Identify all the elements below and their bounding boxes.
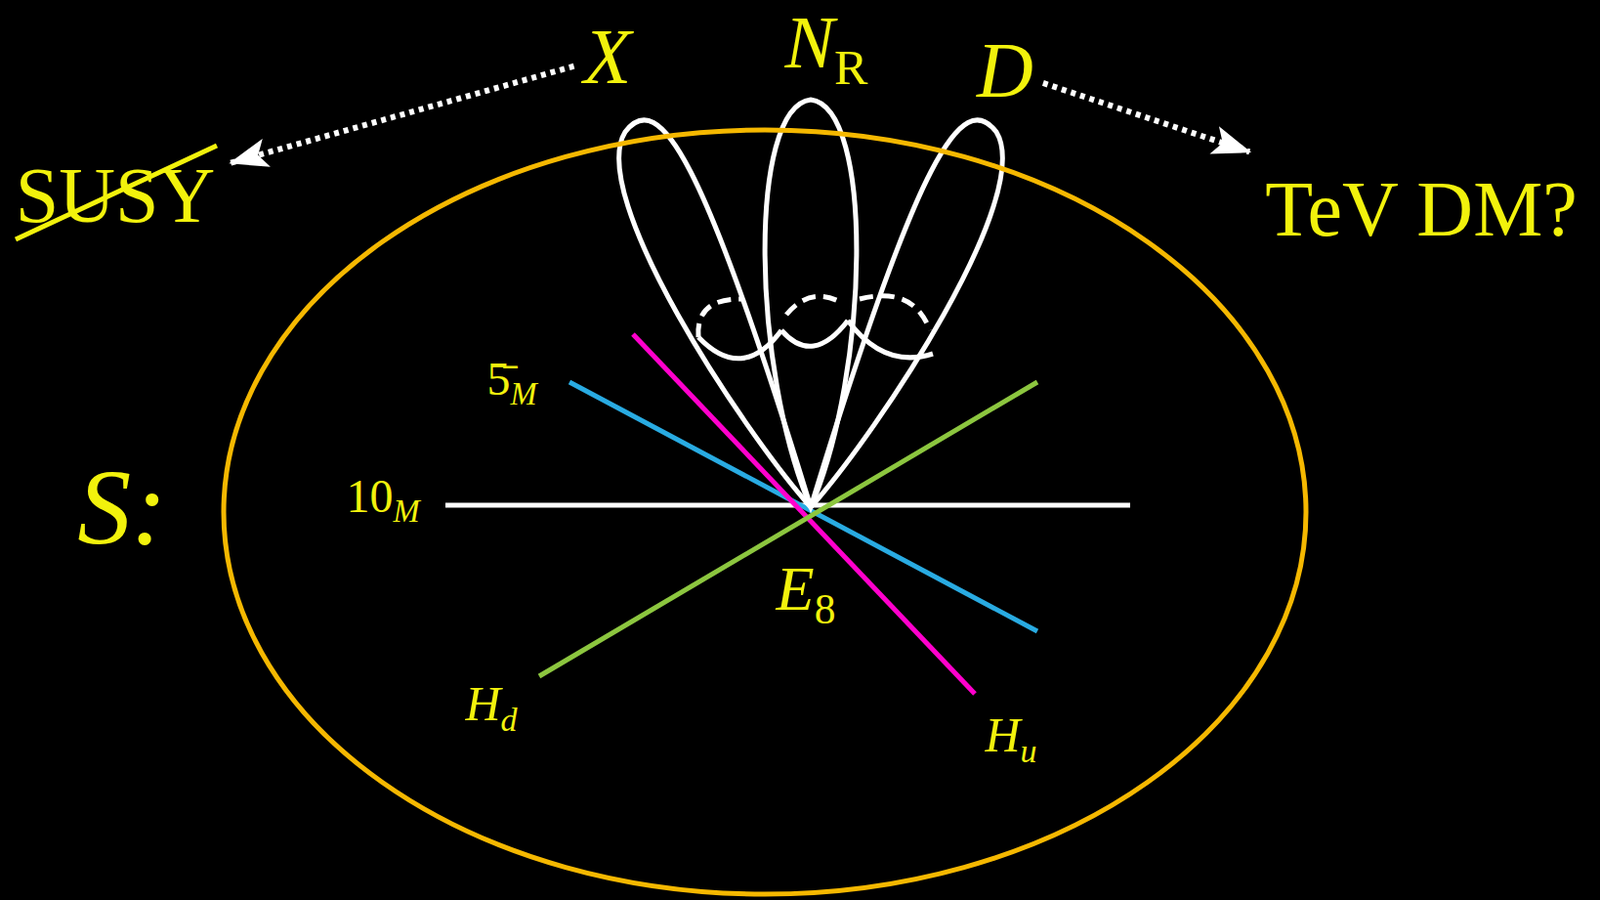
subscript: M	[509, 376, 537, 412]
surface-outline	[223, 129, 1306, 894]
surface-label: S:	[77, 448, 168, 567]
main-glyphs: N	[784, 0, 835, 84]
main-glyphs: E	[776, 553, 815, 624]
main-glyphs: TeV DM?	[1264, 166, 1578, 253]
curve-label: 10M	[342, 470, 422, 530]
higgs-up-curve	[632, 334, 975, 694]
petal-outline	[619, 120, 811, 507]
main-glyphs: 10	[345, 469, 393, 522]
petal-rim	[781, 320, 848, 346]
curve-label: E8	[773, 554, 840, 633]
main-glyphs: H	[464, 675, 501, 731]
dotted-arrow	[230, 66, 574, 164]
brane-label: NR	[784, 1, 868, 95]
term-label: SUSY	[15, 152, 216, 239]
curve-label: Hu	[981, 708, 1040, 769]
strike-through	[15, 145, 217, 240]
main-glyphs: S:	[77, 447, 168, 567]
petal-outline	[764, 99, 857, 507]
curve-label: 5̄M	[483, 353, 540, 413]
petal-rim-hidden	[786, 295, 843, 315]
main-glyphs: H	[984, 707, 1020, 762]
subscript: R	[834, 39, 868, 95]
brane-petal: NR	[742, 3, 880, 514]
subscript: d	[501, 701, 518, 738]
target-term: SUSY	[9, 146, 222, 245]
target-term: TeV DM?	[1259, 160, 1584, 258]
brane-label: D	[976, 27, 1034, 114]
subscript: M	[392, 493, 420, 529]
node-outline	[53, 121, 1324, 900]
curve-label: Hd	[462, 676, 520, 738]
brane-label: X	[584, 13, 632, 100]
main-glyphs: X	[584, 13, 632, 100]
higgs-down-curve	[539, 381, 1038, 676]
surface-ellipse: S:	[53, 121, 1324, 900]
petal-rim-hidden	[698, 298, 743, 337]
main-glyphs: D	[976, 27, 1034, 114]
subscript: 8	[814, 585, 837, 632]
subscript: u	[1020, 732, 1038, 769]
matter-curve-ten	[445, 503, 1131, 508]
dotted-arrow	[1043, 83, 1250, 152]
main-glyphs: 5̄	[486, 352, 510, 405]
matter-curve-five	[569, 381, 1038, 632]
petal-outline	[810, 120, 1003, 507]
main-glyphs: SUSY	[15, 152, 216, 239]
term-label: TeV DM?	[1264, 166, 1578, 253]
